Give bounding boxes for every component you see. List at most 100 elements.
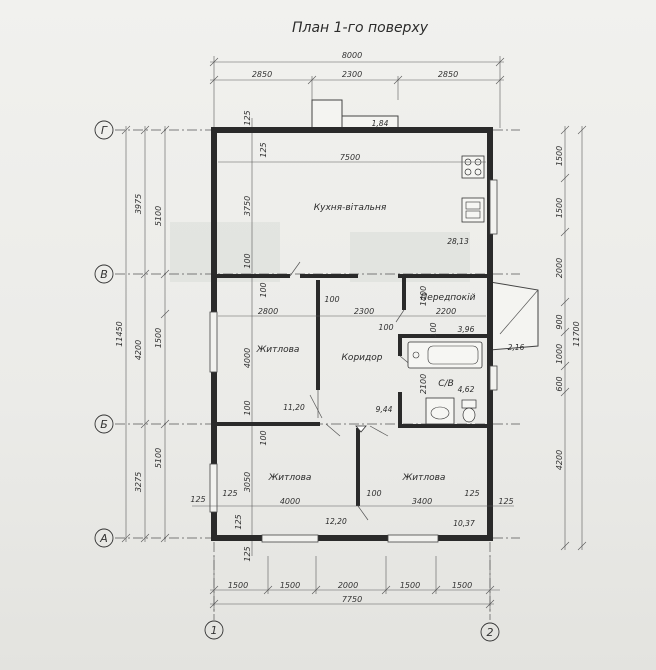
window: [261, 534, 319, 543]
dim-bottom-part: 1500: [280, 581, 300, 590]
room-area-living1: 11,20: [283, 403, 305, 412]
room-area-bath: 4,62: [458, 385, 475, 394]
dim-left-axis: 1500: [154, 328, 163, 348]
dim-left-inner: 4000: [243, 348, 252, 368]
toilet-icon: [461, 399, 477, 409]
dim-left-inner: 125: [243, 546, 252, 561]
dim-right-part: 2000: [555, 258, 564, 278]
dim-bottom-part: 1500: [400, 581, 420, 590]
room-name-living3: Житлова: [402, 473, 446, 483]
dim-left-inner: 125: [234, 514, 243, 529]
dim-left-mid: 3275: [134, 472, 143, 492]
bottom-dimensions: 1500 1500 2000 1500 1500 7750: [209, 556, 500, 612]
axis-bubble: [94, 264, 114, 284]
right-dimensions: 1500 1500 2000 900 1000 600 4200 11700: [555, 125, 587, 551]
dim-left-inner: 125: [259, 142, 268, 157]
room-area-kitchen: 28,13: [447, 237, 469, 246]
dim-right-part: 4200: [555, 450, 564, 470]
dim-bath-2100: 2100: [419, 374, 428, 394]
porch-left: [311, 99, 343, 131]
axis-label-row: Г: [101, 124, 108, 137]
dim-bottom-part: 2000: [338, 581, 358, 590]
window: [489, 179, 498, 235]
dim-wall-100: 100: [378, 323, 393, 332]
dim-hall-100: 100: [429, 322, 438, 337]
dim-left-inner: 100: [259, 430, 268, 445]
window: [489, 365, 498, 391]
room-name-bath: С/В: [438, 379, 454, 389]
dim-left-mid: 4200: [134, 340, 143, 360]
dim-row2-left: 2800: [258, 307, 278, 316]
room-labels: Кухня-вітальня 28,13 Передпокій 3,96 Кор…: [256, 203, 476, 528]
axis-bubble: [94, 528, 114, 548]
dim-left-inner: 125: [243, 110, 252, 125]
washbasin-icon: [425, 397, 455, 425]
dim-row2-mid: 2300: [354, 307, 374, 316]
axis-label-row: Б: [100, 418, 108, 431]
dim-side-125: 125: [498, 497, 513, 506]
dim-row2-right: 2200: [436, 307, 456, 316]
dim-bottom-right: 3400: [412, 497, 432, 506]
room-name-living2: Житлова: [268, 473, 312, 483]
axis-label-row: В: [100, 268, 108, 281]
axis-bubble: [94, 120, 114, 140]
axis-label-col: 2: [487, 626, 494, 639]
axis-label-col: 1: [211, 624, 218, 637]
dim-top-part: 2300: [342, 70, 362, 79]
dim-left-axis: 5100: [154, 206, 163, 226]
axis-bubble: [94, 414, 114, 434]
dim-left-inner: 3050: [243, 472, 252, 492]
ghost-shape: [170, 222, 280, 282]
dim-wall-100: 100: [324, 295, 339, 304]
terrace: [489, 281, 539, 351]
dim-bottom-part: 1500: [228, 581, 248, 590]
dim-bottom-left: 4000: [280, 497, 300, 506]
dim-top-total: 8000: [342, 51, 362, 60]
axis-label-row: А: [99, 532, 108, 545]
door-swings: [289, 261, 413, 521]
dim-bottom-total: 7750: [342, 595, 362, 604]
dim-left-inner: 3750: [243, 196, 252, 216]
dim-left-total: 11450: [115, 321, 124, 346]
dim-kitchen-width: 7500: [340, 153, 360, 162]
porch-area: 1,84: [372, 119, 389, 128]
stove-icon: [461, 155, 485, 179]
dim-left-inner: 100: [259, 282, 268, 297]
axis-markers: Г В Б А 1 2: [94, 120, 500, 642]
dim-bottom-100: 100: [366, 489, 381, 498]
sink-icon: [461, 197, 485, 223]
dim-side-125: 125: [464, 489, 479, 498]
dim-right-part: 900: [555, 314, 564, 329]
interior-dimensions: 7500 2800 2300 2200 100 100 1400 100 210…: [190, 153, 514, 507]
room-area-living2: 12,20: [325, 517, 347, 526]
dim-right-part: 1500: [555, 198, 564, 218]
room-name-living1: Житлова: [256, 345, 300, 355]
bathtub-icon: [407, 341, 483, 369]
dim-bottom-part: 1500: [452, 581, 472, 590]
room-name-kitchen: Кухня-вітальня: [314, 203, 387, 213]
axis-bubble: [480, 622, 500, 642]
room-name-hall: Передпокій: [421, 293, 476, 303]
fixtures: [407, 155, 485, 425]
left-dimensions: 11450 3975 4200 3275 5100 1500 5100 125 …: [115, 110, 268, 561]
dim-side-125: 125: [190, 495, 205, 504]
page-title: План 1-го поверху: [292, 20, 429, 36]
dim-right-part: 600: [555, 376, 564, 391]
building: 1,84 2,16: [209, 99, 539, 543]
terrace-area: 2,16: [508, 343, 525, 352]
window: [387, 534, 439, 543]
window: [209, 463, 218, 513]
dim-left-mid: 3975: [134, 194, 143, 214]
dim-right-part: 1500: [555, 146, 564, 166]
dim-left-inner: 100: [243, 253, 252, 268]
dim-hall-1400: 1400: [419, 286, 428, 306]
dim-right-total: 11700: [572, 321, 581, 346]
room-area-living3: 10,37: [453, 519, 475, 528]
dim-right-part: 1000: [555, 344, 564, 364]
dim-left-inner: 100: [243, 400, 252, 415]
room-area-hall: 3,96: [458, 325, 475, 334]
dim-left-axis: 5100: [154, 448, 163, 468]
window: [209, 311, 218, 373]
